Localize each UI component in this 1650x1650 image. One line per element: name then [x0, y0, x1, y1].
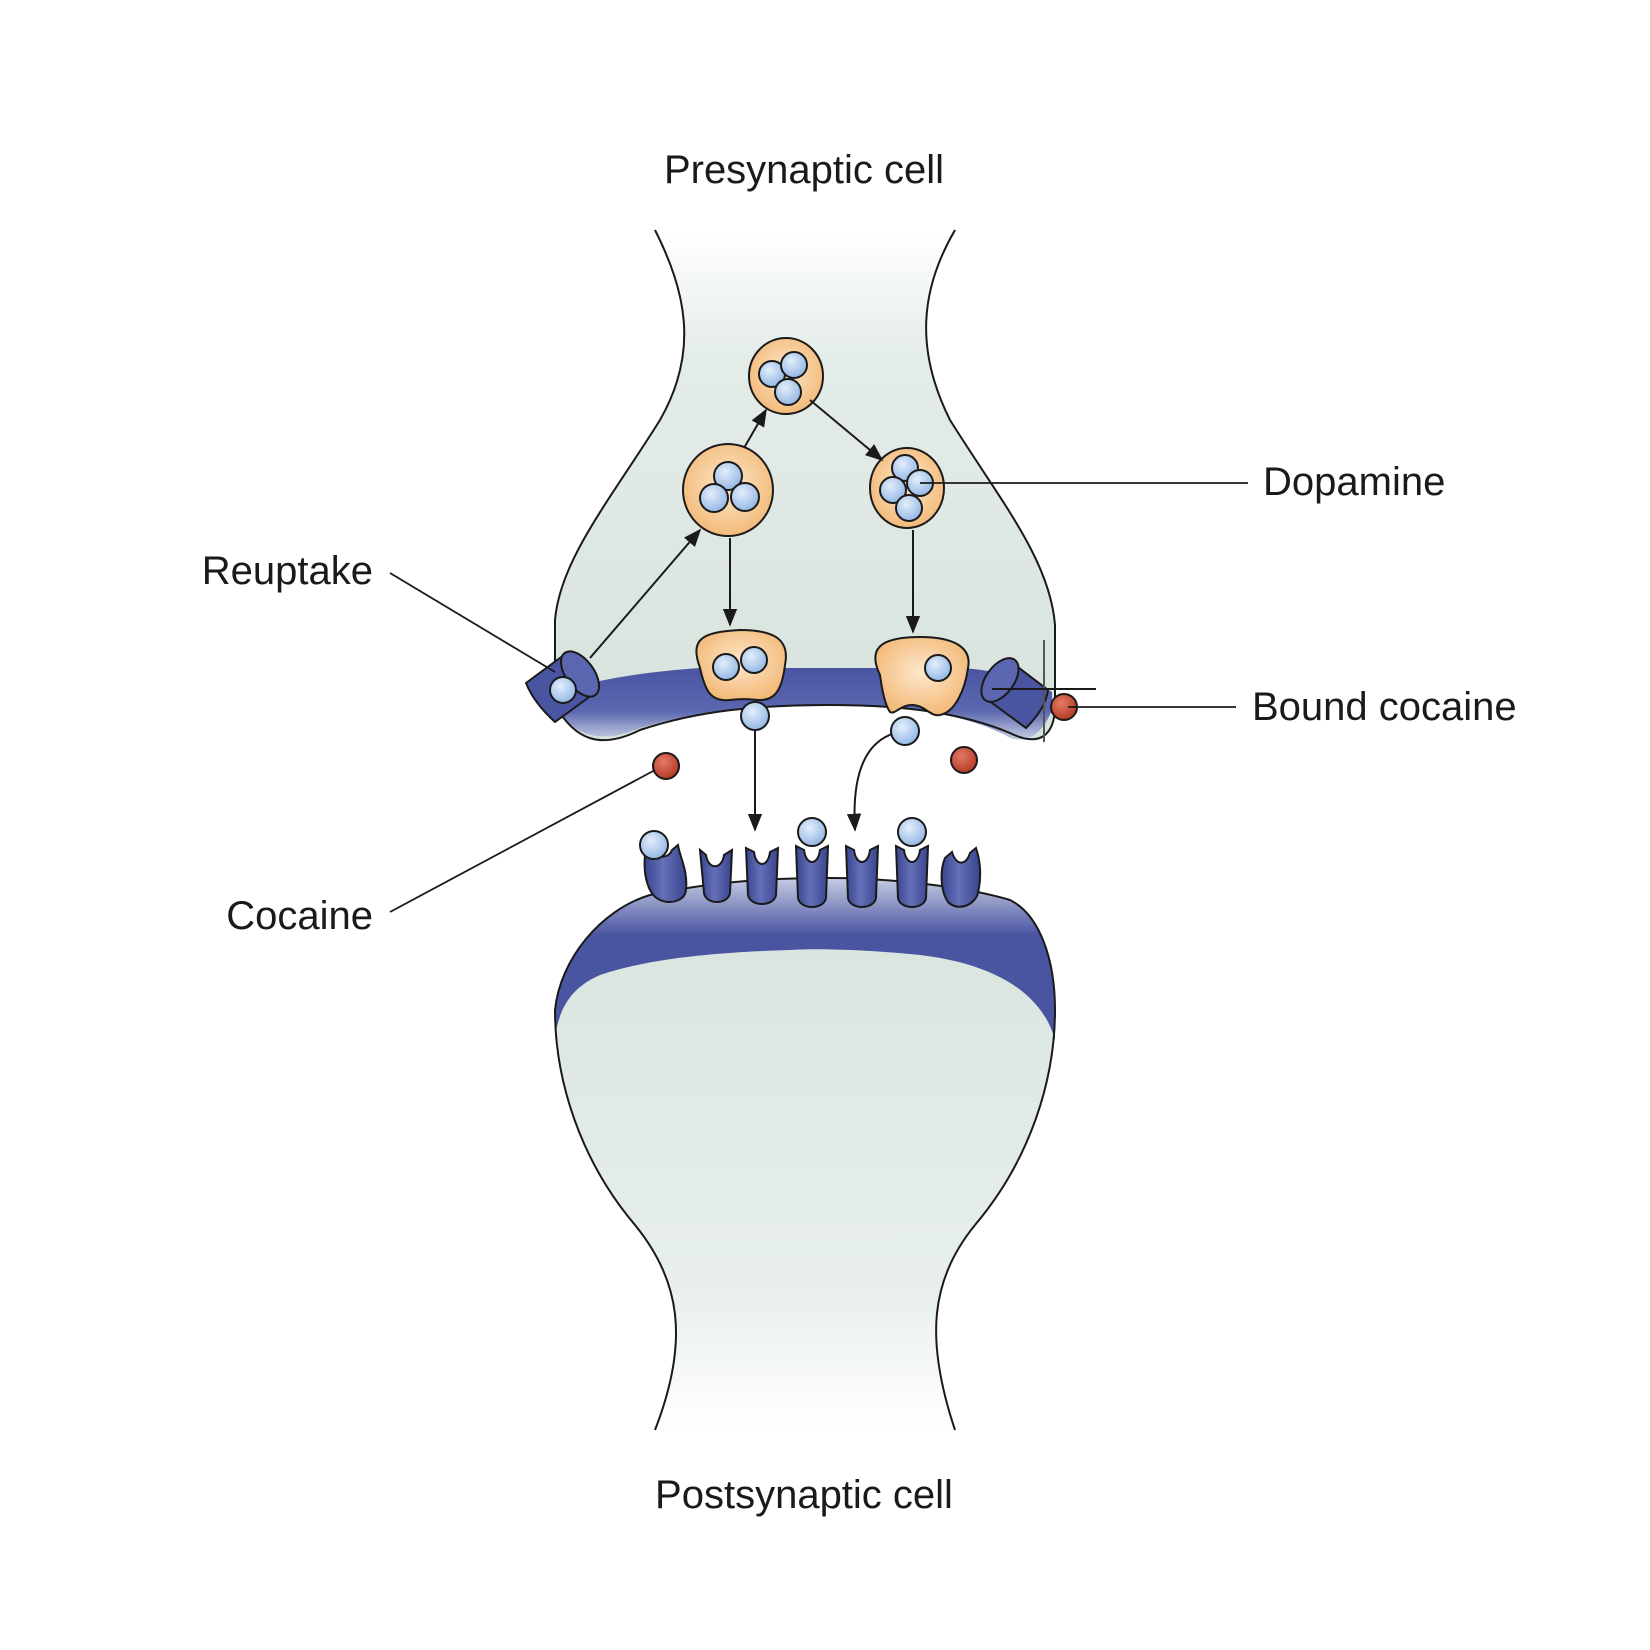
dopamine-molecule [897, 817, 927, 847]
dopamine-molecule [713, 461, 743, 491]
presynaptic-membrane [560, 668, 1052, 740]
label-dopamine: Dopamine [1263, 460, 1445, 504]
label-bound-cocaine: Bound cocaine [1252, 685, 1517, 729]
vesicle-top [748, 337, 824, 415]
arrow-vesicle-up [743, 408, 767, 449]
free-cocaine [652, 746, 978, 780]
vesicle [874, 635, 970, 717]
postsynaptic-body [555, 878, 1055, 1430]
arrow-reuptake-to-vesicle [589, 528, 702, 659]
postsynaptic-outline [553, 876, 1057, 1431]
label-cocaine: Cocaine [226, 894, 373, 938]
vesicle-right [869, 447, 945, 529]
released-dopamine [740, 701, 920, 746]
presynaptic-body [555, 230, 1055, 741]
blocked-transporter [980, 640, 1096, 742]
receptor [794, 844, 830, 908]
postsynaptic-membrane [555, 878, 1055, 1040]
dopamine-molecule [924, 654, 952, 682]
dopamine-molecule [740, 701, 770, 731]
label-postsynaptic-cell: Postsynaptic cell [655, 1473, 953, 1517]
arrow-vesicle-down-right [809, 399, 884, 462]
arrow-release-right [846, 733, 893, 832]
label-reuptake: Reuptake [202, 549, 373, 593]
reuptake-leader [389, 572, 556, 673]
dopamine-molecule [712, 653, 740, 681]
label-presynaptic-cell: Presynaptic cell [664, 148, 944, 192]
dopamine-molecule [890, 716, 920, 746]
receptor [844, 844, 880, 908]
dopamine-molecule [895, 494, 923, 522]
dopamine-molecule [774, 378, 802, 406]
cocaine-molecule [652, 752, 680, 780]
dopamine-molecule [780, 351, 808, 379]
labels: Presynaptic cell Postsynaptic cell Dopam… [202, 148, 1517, 1517]
cocaine-leader [389, 769, 656, 913]
receptors [643, 843, 982, 908]
cocaine-molecule [950, 746, 978, 774]
dopamine-molecule [797, 817, 827, 847]
receptor [894, 844, 930, 908]
presynaptic-outline [554, 229, 1056, 742]
presynaptic-terminal [554, 229, 1056, 742]
vesicle-left [682, 443, 774, 537]
fusing-vesicle-right [874, 635, 970, 717]
dopamine-molecule [730, 482, 760, 512]
dopamine-molecule [549, 676, 577, 704]
dopamine-molecule [639, 830, 669, 860]
receptor [744, 846, 780, 905]
receptor [698, 847, 734, 903]
dopamine-molecule [740, 646, 768, 674]
receptor [940, 846, 982, 908]
dopamine-molecule [879, 476, 907, 504]
bound-dopamine [639, 817, 927, 860]
arrows [589, 399, 921, 832]
leader-lines [389, 482, 1248, 913]
fusing-vesicle-left [695, 628, 787, 702]
dopamine-molecule [699, 483, 729, 513]
reuptake-transporter [524, 650, 601, 724]
postsynaptic-terminal [553, 876, 1057, 1431]
